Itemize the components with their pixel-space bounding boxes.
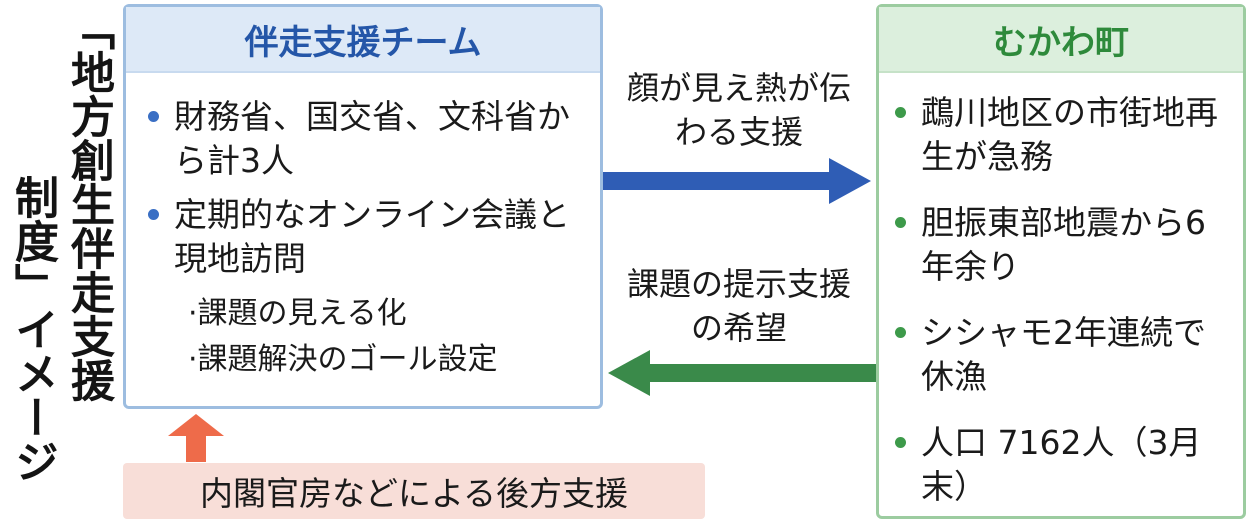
arrow-right-icon bbox=[603, 158, 871, 204]
list-item-text: 財務省、国交省、文科省から計3人 bbox=[174, 97, 570, 180]
backend-support-box: 内閣官房などによる後方支援 bbox=[123, 463, 705, 519]
diagram-title-line1: 「地方創生伴走支援 bbox=[63, 6, 114, 402]
list-item: 人口 7162人（3月末） bbox=[895, 421, 1233, 509]
support-team-box: 伴走支援チーム 財務省、国交省、文科省から計3人 定期的なオンライン会議と現地訪… bbox=[123, 4, 603, 409]
list-item: 鵡川地区の市街地再生が急務 bbox=[895, 91, 1233, 179]
town-list: 鵡川地区の市街地再生が急務 胆振東部地震から6年余り シシャモ2年連続で休漁 人… bbox=[879, 73, 1243, 509]
diagram-title-line2: 制度」イメージ bbox=[7, 175, 58, 483]
bullet-dot-icon bbox=[895, 327, 906, 338]
backend-support-label: 内閣官房などによる後方支援 bbox=[199, 474, 628, 513]
bullet-dot-icon bbox=[895, 437, 906, 448]
list-item-text: 人口 7162人（3月末） bbox=[921, 423, 1202, 506]
arrow-left-icon bbox=[608, 350, 876, 396]
town-box: むかわ町 鵡川地区の市街地再生が急務 胆振東部地震から6年余り シシャモ2年連続… bbox=[876, 4, 1246, 519]
arrow-up-icon bbox=[168, 414, 224, 462]
list-item: 胆振東部地震から6年余り bbox=[895, 201, 1233, 289]
bullet-dot-icon bbox=[895, 107, 906, 118]
support-to-town-label: 顔が見え熱が伝わる支援 bbox=[626, 69, 851, 151]
sub-list-item: ·課題の見える化 bbox=[188, 296, 407, 331]
town-to-team-label: 課題の提示支援の希望 bbox=[626, 265, 851, 347]
list-item-text: シシャモ2年連続で休漁 bbox=[921, 313, 1206, 396]
town-header: むかわ町 bbox=[879, 7, 1243, 73]
list-item-text: 胆振東部地震から6年余り bbox=[921, 203, 1206, 286]
support-team-list: 財務省、国交省、文科省から計3人 定期的なオンライン会議と現地訪問 ·課題の見え… bbox=[126, 73, 600, 383]
list-item-text: 定期的なオンライン会議と現地訪問 bbox=[174, 195, 570, 278]
bullet-dot-icon bbox=[895, 217, 906, 228]
sub-list-item: ·課題解決のゴール設定 bbox=[188, 342, 498, 377]
support-team-header: 伴走支援チーム bbox=[126, 7, 600, 73]
bullet-dot-icon bbox=[148, 111, 159, 122]
list-item: 財務省、国交省、文科省から計3人 bbox=[148, 95, 582, 183]
bullet-dot-icon bbox=[148, 209, 159, 220]
list-item: シシャモ2年連続で休漁 bbox=[895, 311, 1233, 399]
list-item: 定期的なオンライン会議と現地訪問 bbox=[148, 193, 582, 281]
list-item-text: 鵡川地区の市街地再生が急務 bbox=[921, 93, 1218, 176]
